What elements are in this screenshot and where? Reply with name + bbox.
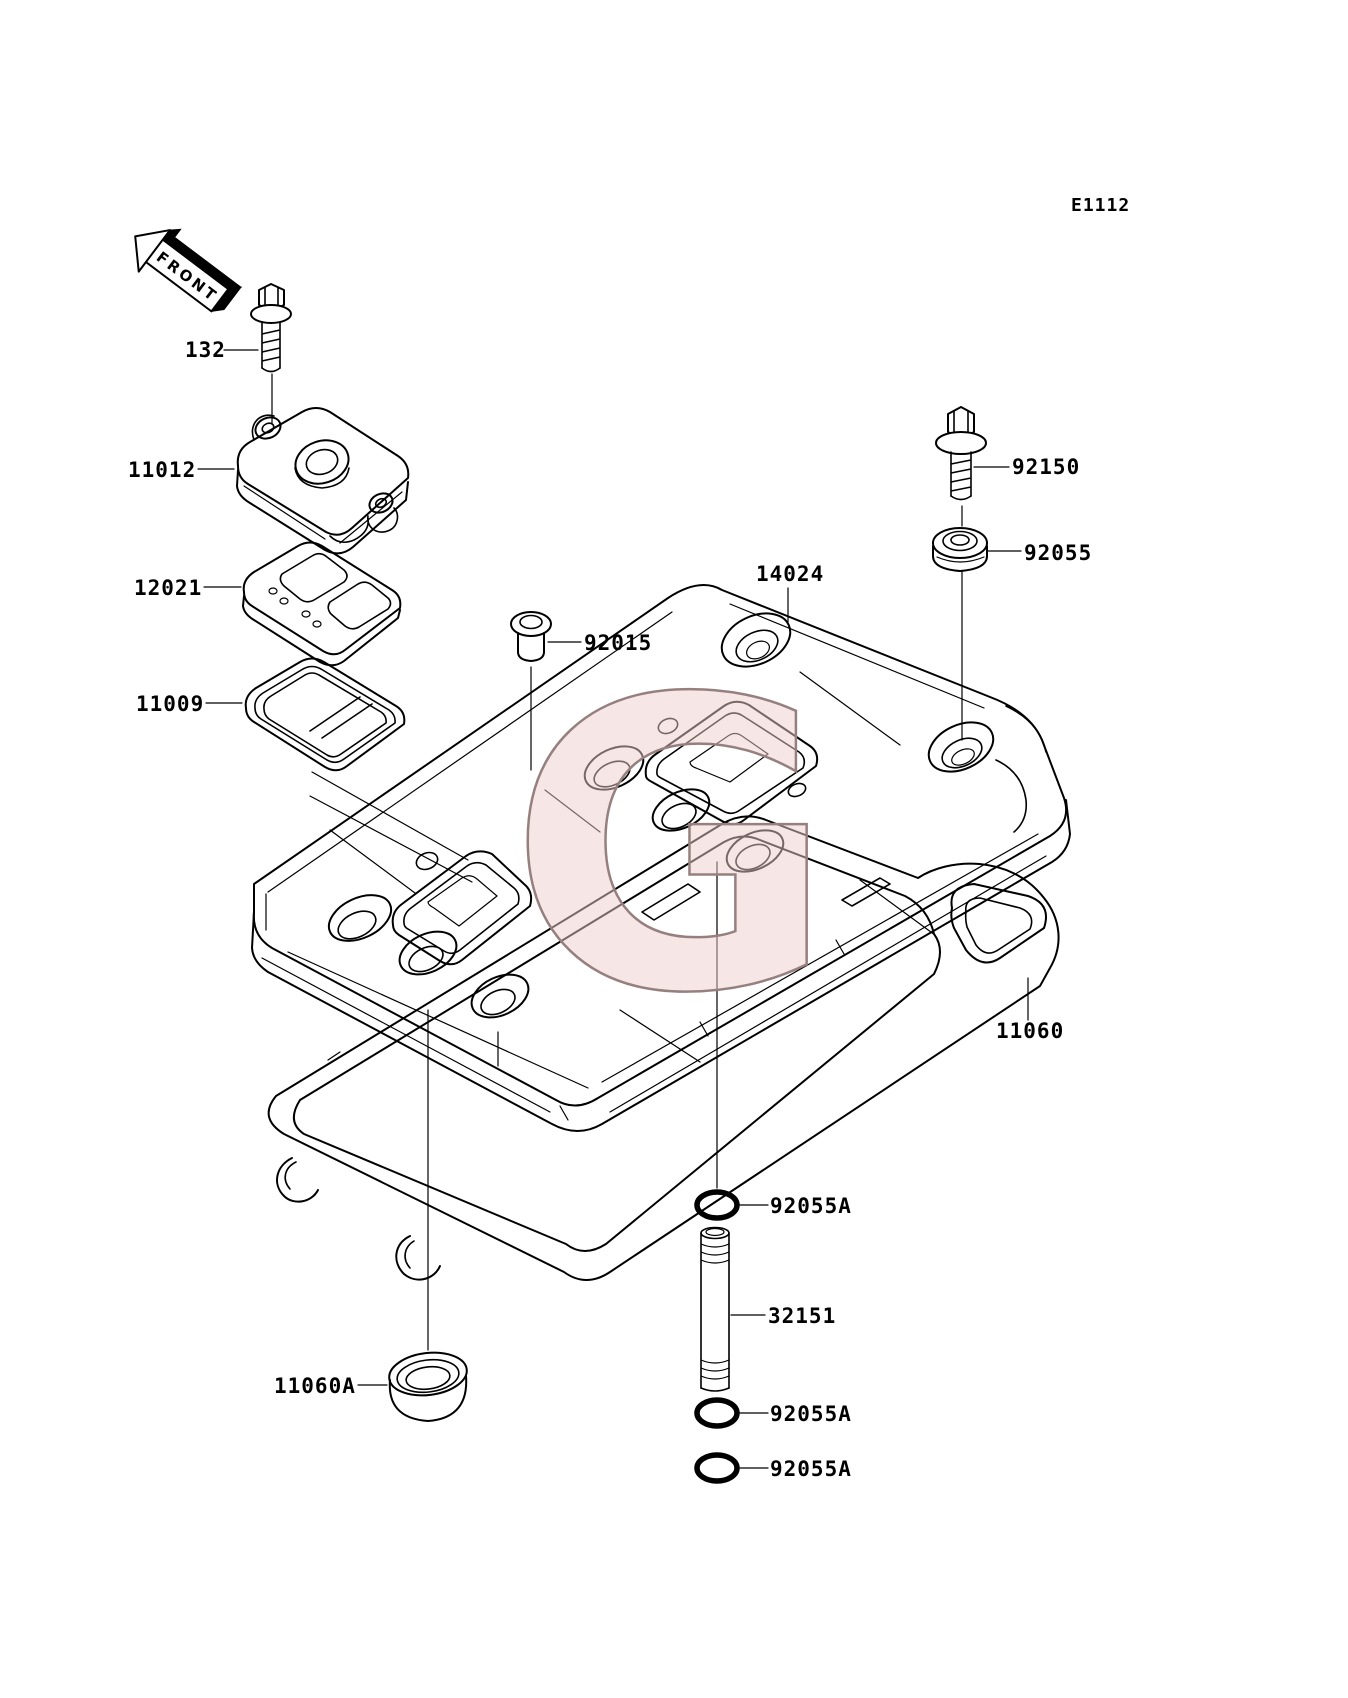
label-92055a-2: 92055A	[770, 1402, 852, 1426]
o-ring-92055a-1	[694, 1189, 740, 1221]
breather-cover-drawing	[236, 407, 410, 555]
label-92055a-1: 92055A	[770, 1194, 852, 1218]
watermark-g: G	[508, 616, 836, 1081]
o-ring-92055a-3	[694, 1452, 740, 1484]
breather-gasket-drawing	[244, 657, 406, 772]
washer-92055-drawing	[932, 527, 988, 572]
label-11009: 11009	[136, 692, 204, 716]
label-14024: 14024	[756, 562, 824, 586]
label-92015: 92015	[584, 631, 652, 655]
bolt-132-drawing	[250, 283, 292, 373]
part-labels: 132 11012 12021 11009 92015 14024 92150 …	[128, 338, 1092, 1481]
leader-lines	[197, 349, 1029, 1469]
cover-gasket-drawing	[267, 815, 1060, 1281]
front-arrow: FRONT	[134, 228, 243, 313]
page-ref-code: E1112	[1071, 195, 1130, 216]
label-11060a: 11060A	[274, 1374, 356, 1398]
label-11060: 11060	[996, 1019, 1064, 1043]
cover-bores	[327, 612, 995, 1019]
label-132: 132	[185, 338, 226, 362]
label-92150: 92150	[1012, 455, 1080, 479]
seal-11060a-drawing	[388, 1351, 468, 1422]
bolt-92150-drawing	[935, 406, 987, 501]
label-92055: 92055	[1024, 541, 1092, 565]
o-ring-92055a-2	[694, 1397, 740, 1429]
label-92055a-3: 92055A	[770, 1457, 852, 1481]
label-32151: 32151	[768, 1304, 836, 1328]
label-11012: 11012	[128, 458, 196, 482]
pipe-32151-drawing	[700, 1226, 730, 1392]
grommet-92015-drawing	[510, 611, 552, 662]
assembly-lines	[271, 373, 963, 1351]
label-12021: 12021	[134, 576, 202, 600]
damper-plate-drawing	[242, 541, 402, 667]
cylinder-head-cover-drawing	[251, 584, 1071, 1132]
front-arrow-head	[134, 229, 172, 273]
